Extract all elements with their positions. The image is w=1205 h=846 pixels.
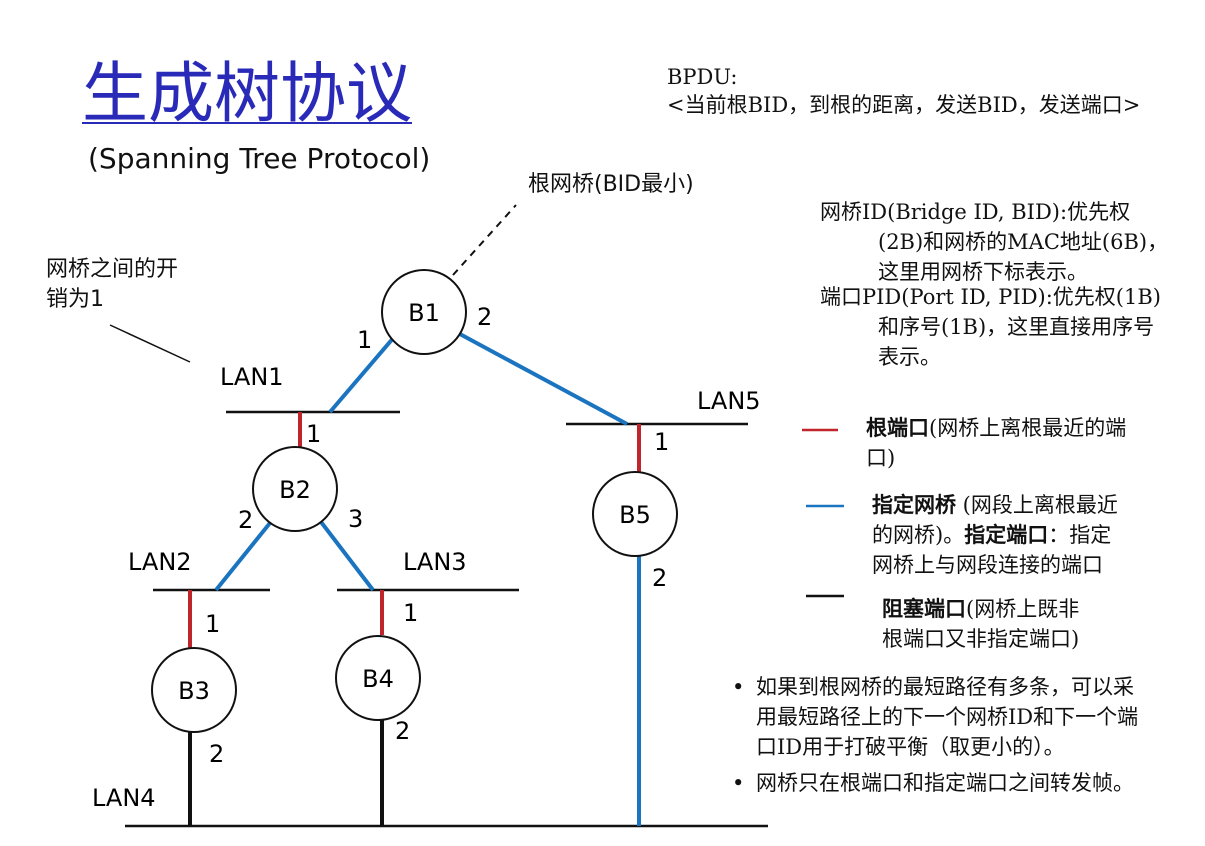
legend-designated-desc3: 网桥上与网段连接的端口 bbox=[872, 553, 1103, 577]
port-id-note: 端口PID(Port ID, PID):优先权(1B) 和序号(1B)，这里直接… bbox=[820, 282, 1161, 372]
lan3-label: LAN3 bbox=[403, 548, 467, 576]
legend-root-port-desc1: (网桥上离根最近的端 bbox=[929, 416, 1127, 440]
bridge-id-line1: 网桥ID(Bridge ID, BID):优先权 bbox=[820, 200, 1131, 224]
designated-b2-lan3 bbox=[316, 516, 375, 592]
bridge-b2[interactable]: B2 bbox=[252, 446, 338, 532]
port-b2-1: 1 bbox=[306, 420, 321, 448]
bridge-b3[interactable]: B3 bbox=[151, 647, 237, 733]
bridge-b3-circle bbox=[151, 647, 237, 733]
cost-note-line2: 销为1 bbox=[46, 287, 104, 312]
bridge-id-line2: (2B)和网桥的MAC地址(6B)， bbox=[878, 230, 1169, 254]
legend-blocked-desc2: 根端口又非指定端口) bbox=[882, 627, 1080, 651]
legend-root-port: 根端口(网桥上离根最近的端 口) bbox=[866, 413, 1126, 473]
port-id-line3: 表示。 bbox=[878, 345, 941, 369]
cost-leader-line bbox=[109, 324, 191, 363]
legend-root-port-desc2: 口) bbox=[866, 446, 896, 470]
cost-note-line1: 网桥之间的开 bbox=[46, 257, 179, 282]
port-b1-2: 2 bbox=[477, 303, 492, 331]
bullet-2-line1: 网桥只在根端口和指定端口之间转发帧。 bbox=[756, 771, 1134, 795]
lan1-label: LAN1 bbox=[220, 363, 284, 391]
bridge-b2-label: B2 bbox=[279, 476, 311, 504]
bullet-1-line2: 用最短路径上的下一个网桥ID和下一个端 bbox=[756, 705, 1139, 729]
bridge-b4-circle bbox=[335, 635, 421, 721]
bullet-item-tiebreak: • 如果到根网桥的最短路径有多条，可以采 用最短路径上的下一个网桥ID和下一个端… bbox=[732, 672, 1202, 762]
port-b4-1: 1 bbox=[403, 599, 418, 627]
lan2-label: LAN2 bbox=[128, 548, 192, 576]
bpdu-note: BPDU: <当前根BID，到根的距离，发送BID，发送端口> bbox=[667, 63, 1140, 119]
bpdu-format: <当前根BID，到根的距离，发送BID，发送端口> bbox=[667, 93, 1141, 117]
port-id-line2: 和序号(1B)，这里直接用序号 bbox=[878, 315, 1155, 339]
port-b2-2: 2 bbox=[238, 506, 253, 534]
bullet-1-line1: 如果到根网桥的最短路径有多条，可以采 bbox=[756, 675, 1134, 699]
bridge-id-line3: 这里用网桥下标表示。 bbox=[878, 260, 1088, 284]
bullet-item-forwarding: • 网桥只在根端口和指定端口之间转发帧。 bbox=[732, 768, 1202, 798]
legend-designated: 指定网桥 (网段上离根最近 的网桥)。指定端口：指定 网桥上与网段连接的端口 bbox=[872, 490, 1118, 580]
legend-root-port-term: 根端口 bbox=[866, 415, 929, 440]
bpdu-label: BPDU: bbox=[667, 65, 738, 89]
bridge-b5-label: B5 bbox=[619, 501, 651, 529]
port-b3-1: 1 bbox=[205, 610, 220, 638]
port-id-line1: 端口PID(Port ID, PID):优先权(1B) bbox=[820, 285, 1161, 309]
legend-designated-term1: 指定网桥 bbox=[872, 492, 956, 517]
page-subtitle: (Spanning Tree Protocol) bbox=[88, 142, 431, 175]
legend-designated-desc2b: ：指定 bbox=[1048, 523, 1112, 547]
designated-b2-lan2 bbox=[214, 516, 276, 592]
designated-b1-lan5 bbox=[457, 331, 628, 426]
designated-b1-lan1 bbox=[328, 334, 397, 414]
bridge-b2-circle bbox=[252, 446, 338, 532]
cost-note: 网桥之间的开 销为1 bbox=[46, 255, 178, 315]
bridge-b3-label: B3 bbox=[178, 677, 210, 705]
bullet-1-line3: 口ID用于打破平衡（取更小的）。 bbox=[756, 735, 1065, 759]
bridge-b5-circle bbox=[592, 471, 678, 557]
bridge-b1[interactable]: B1 bbox=[381, 269, 467, 355]
bullet-list: • 如果到根网桥的最短路径有多条，可以采 用最短路径上的下一个网桥ID和下一个端… bbox=[732, 672, 1202, 798]
port-b2-3: 3 bbox=[348, 505, 363, 533]
port-b1-1: 1 bbox=[357, 326, 372, 354]
port-b5-1: 1 bbox=[654, 428, 669, 456]
port-b4-2: 2 bbox=[395, 717, 410, 745]
bridge-b5[interactable]: B5 bbox=[592, 471, 678, 557]
legend-blocked-term: 阻塞端口 bbox=[882, 596, 966, 621]
bullet-symbol: • bbox=[732, 675, 745, 699]
page-title: 生成树协议 bbox=[82, 55, 412, 132]
legend-blocked: 阻塞端口(网桥上既非 根端口又非指定端口) bbox=[882, 594, 1079, 654]
bridge-b4-label: B4 bbox=[362, 665, 394, 693]
lan4-label: LAN4 bbox=[92, 784, 156, 812]
bridge-b4[interactable]: B4 bbox=[335, 635, 421, 721]
port-b5-2: 2 bbox=[652, 564, 667, 592]
bullet-symbol: • bbox=[732, 771, 745, 795]
legend-designated-term2: 指定端口 bbox=[964, 522, 1049, 547]
legend-designated-desc1: (网段上离根最近 bbox=[956, 493, 1118, 517]
bridge-b1-label: B1 bbox=[408, 299, 440, 327]
bridge-b1-circle bbox=[381, 269, 467, 355]
legend-blocked-desc1: (网桥上既非 bbox=[966, 597, 1080, 621]
bridge-id-note: 网桥ID(Bridge ID, BID):优先权 (2B)和网桥的MAC地址(6… bbox=[820, 197, 1168, 287]
root-leader-line bbox=[452, 204, 517, 276]
lan5-label: LAN5 bbox=[697, 387, 761, 415]
root-bridge-label: 根网桥(BID最小) bbox=[528, 172, 694, 197]
port-b3-2: 2 bbox=[209, 740, 224, 768]
legend-designated-desc2a: 的网桥)。 bbox=[872, 523, 965, 547]
